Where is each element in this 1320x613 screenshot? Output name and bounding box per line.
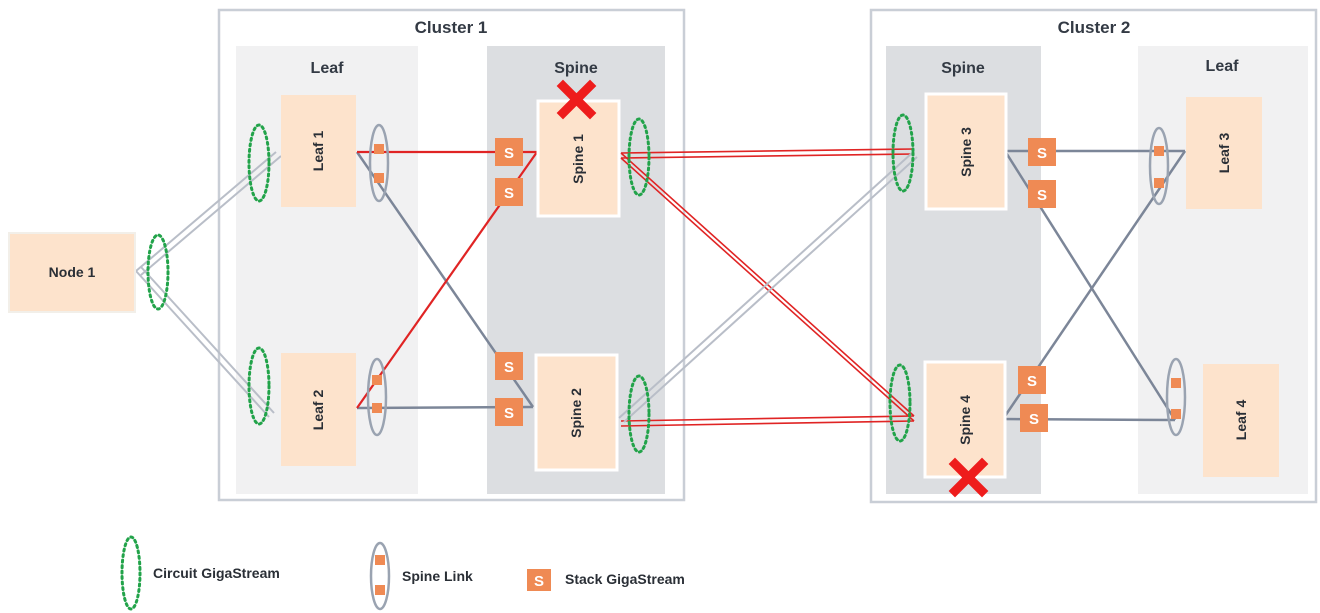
spine-1-label: Spine 1 <box>570 134 586 184</box>
legend-stack-label: Stack GigaStream <box>565 571 685 587</box>
stack-gigastream-icon: S <box>495 178 523 206</box>
cluster-2-spine-lane-title: Spine <box>941 60 985 77</box>
stack-gigastream-glyph: S <box>1037 187 1047 204</box>
stack-gigastream-icon: S <box>495 138 523 166</box>
spine-4-label: Spine 4 <box>957 395 973 445</box>
spine-link-stack-marks <box>372 144 1181 419</box>
stack-gigastream-glyph: S <box>504 405 514 422</box>
node1-links <box>135 151 282 418</box>
stack-gigastream-glyph: S <box>504 145 514 162</box>
cluster-1-leaf-lane-title: Leaf <box>311 60 345 77</box>
stack-gigastream-icons: S S S S S S S S <box>495 138 1056 432</box>
cluster-1-spine-lane-title: Spine <box>554 60 598 77</box>
stack-gigastream-icon: S <box>1028 138 1056 166</box>
stack-gigastream-icon: S <box>1018 366 1046 394</box>
stack-gigastream-glyph: S <box>504 185 514 202</box>
spine-1-failure-x-icon <box>556 79 597 120</box>
spine-4-failure-x-icon <box>948 457 989 498</box>
stack-gigastream-glyph: S <box>1027 373 1037 390</box>
cluster-1-title: Cluster 1 <box>415 18 488 37</box>
stack-gigastream-icon: S <box>1020 404 1048 432</box>
legend-stack-icon: S <box>527 569 551 591</box>
legend-circuit-icon <box>120 535 142 611</box>
legend-spine-link-icon <box>369 541 391 611</box>
leaf-3-label: Leaf 3 <box>1216 133 1232 174</box>
stack-gigastream-glyph: S <box>504 359 514 376</box>
stack-gigastream-icon: S <box>1028 180 1056 208</box>
legend-spine-link-mark-top <box>375 555 385 565</box>
leaf-4-label: Leaf 4 <box>1233 400 1249 441</box>
spine-2-label: Spine 2 <box>568 388 584 438</box>
legend: Circuit GigaStream Spine Link S Stack Gi… <box>120 535 685 611</box>
spine-2[interactable]: Spine 2 <box>534 353 619 472</box>
legend-spine-link-mark-bottom <box>375 585 385 595</box>
circuit-gigastream-ovals <box>146 113 915 454</box>
leaf-4[interactable]: Leaf 4 <box>1203 364 1279 477</box>
spine-3-label: Spine 3 <box>958 127 974 177</box>
inter-cluster-red-links <box>620 148 915 427</box>
stack-gigastream-glyph: S <box>1037 145 1047 162</box>
stack-gigastream-icon: S <box>495 398 523 426</box>
node-1-label: Node 1 <box>49 264 96 280</box>
spine-3[interactable]: Spine 3 <box>924 92 1008 211</box>
leaf-3[interactable]: Leaf 3 <box>1186 97 1262 209</box>
inter-cluster-gray-link <box>618 152 918 423</box>
cluster-2-title: Cluster 2 <box>1058 18 1131 37</box>
legend-stack-glyph: S <box>534 573 544 590</box>
spine-1[interactable]: Spine 1 <box>536 99 621 218</box>
legend-spine-link-label: Spine Link <box>402 568 473 584</box>
stack-gigastream-glyph: S <box>1029 411 1039 428</box>
leaf-2[interactable]: Leaf 2 <box>281 353 356 466</box>
cluster-2-leaf-lane-title: Leaf <box>1206 58 1240 75</box>
leaf-1-label: Leaf 1 <box>310 131 326 172</box>
leaf-1[interactable]: Leaf 1 <box>281 95 356 207</box>
node-1[interactable]: Node 1 <box>8 232 136 313</box>
spine-4[interactable]: Spine 4 <box>923 360 1007 479</box>
legend-circuit-label: Circuit GigaStream <box>153 565 280 581</box>
leaf-2-label: Leaf 2 <box>310 390 326 431</box>
spine-link-ovals <box>366 123 1187 437</box>
stack-gigastream-icon: S <box>495 352 523 380</box>
